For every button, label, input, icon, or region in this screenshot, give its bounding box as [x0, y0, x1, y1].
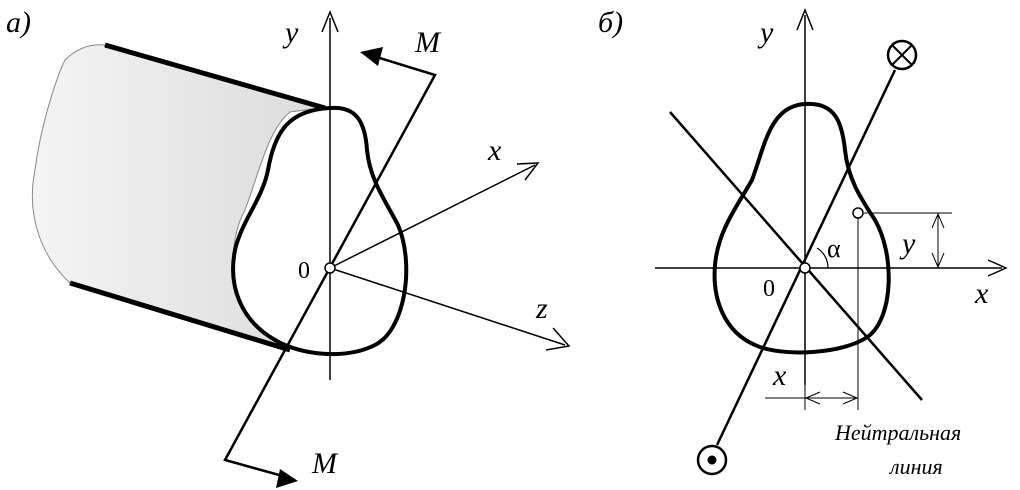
- panel-a: а) y M x z 0 M: [6, 6, 571, 488]
- force-out-of-page-icon: [696, 444, 728, 476]
- axis-z-a-arrow: [545, 327, 571, 351]
- neutral-line-label-1: Нейтральная: [834, 420, 961, 445]
- force-into-page-icon: [886, 39, 918, 71]
- moment-arrow-bottom: [276, 469, 298, 488]
- neutral-line-label-2: линия: [888, 454, 943, 479]
- axis-y-b-label: y: [757, 16, 774, 49]
- cross-section-a: [231, 105, 409, 356]
- panel-a-label: а): [6, 6, 31, 39]
- dim-x-arrow-right: [842, 391, 859, 405]
- dim-x-arrow-left: [804, 391, 821, 405]
- load-line: [715, 69, 897, 446]
- origin-b-label: 0: [763, 276, 775, 302]
- beam-top-edge: [104, 42, 326, 111]
- axis-y-a-arrow: [321, 9, 339, 33]
- dim-y-arrow-bottom: [931, 252, 945, 269]
- beam-bottom-edge: [69, 280, 291, 353]
- moment-arrow-top: [360, 47, 383, 66]
- origin-b: [799, 262, 811, 274]
- axis-x-a-label: x: [487, 134, 502, 167]
- axis-x-a: [329, 164, 536, 269]
- point-marker: [852, 207, 864, 219]
- axis-x-b-label: x: [974, 277, 989, 310]
- axis-z-a-label: z: [535, 292, 548, 325]
- dim-x-label: x: [772, 359, 787, 392]
- dim-y-arrow-top: [931, 212, 945, 229]
- axis-x-a-arrow: [516, 162, 540, 181]
- axis-x-b-arrow: [987, 259, 1008, 277]
- axis-z-a: [329, 267, 566, 346]
- beam-body: [31, 44, 321, 349]
- neutral-line: [669, 111, 923, 401]
- axis-y-b-arrow: [796, 7, 814, 31]
- panel-b: б) y α y 0 x x Нейтральная линия: [598, 6, 1008, 479]
- angle-arc: [816, 247, 829, 269]
- moment-top-label: M: [414, 26, 442, 59]
- panel-b-label: б): [598, 6, 623, 39]
- moment-bottom-label: M: [311, 447, 339, 480]
- dim-y-label: y: [899, 227, 916, 260]
- angle-label: α: [827, 234, 841, 263]
- cross-section-b: [712, 101, 891, 355]
- origin-a: [324, 262, 336, 274]
- axis-y-a-label: y: [282, 16, 299, 49]
- origin-a-label: 0: [298, 258, 310, 284]
